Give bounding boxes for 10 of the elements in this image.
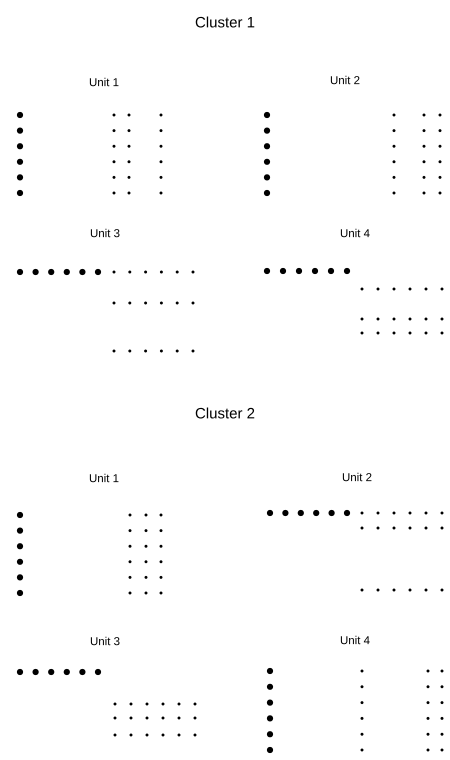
unit-label: Unit 1 (90, 78, 118, 86)
unit-label: Unit 4 (340, 636, 370, 644)
unit-label: Unit 2 (330, 76, 360, 84)
unit-label: Unit 3 (90, 636, 120, 646)
unit-label: Unit 1 (90, 474, 118, 482)
cluster-heading: Cluster 1 (196, 16, 254, 28)
unit-label: Unit 2 (342, 472, 372, 482)
cluster-heading: Cluster 2 (196, 408, 254, 418)
unit-label: Unit 4 (340, 228, 370, 238)
unit-label: Unit 3 (90, 228, 120, 238)
